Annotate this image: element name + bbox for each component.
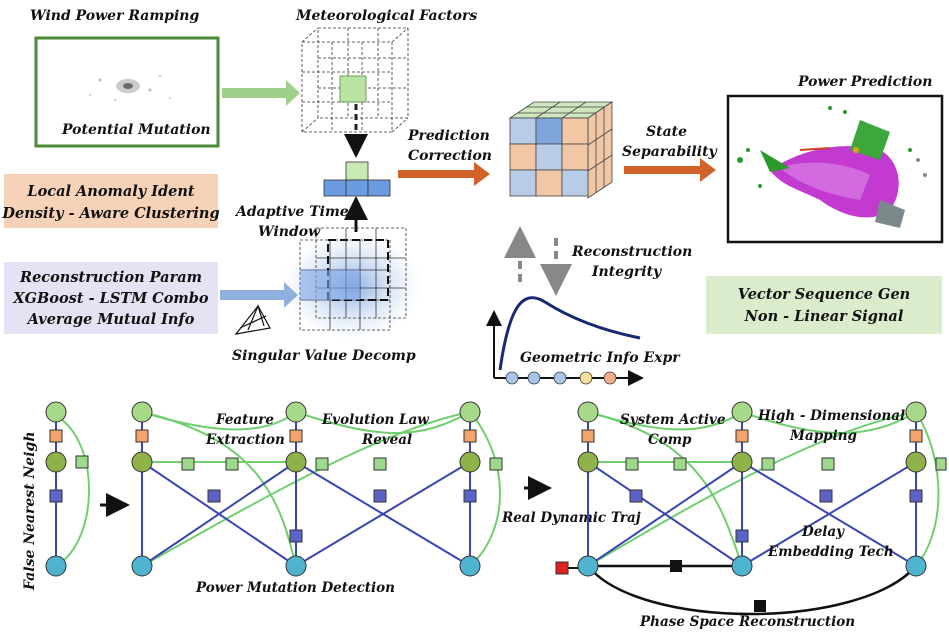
reconstruction-param-line-2: XGBoost - LSTM Combo xyxy=(12,290,208,307)
meteorological-cube xyxy=(301,27,409,133)
graph-small xyxy=(45,401,90,577)
reconstruction-param-line-3: Average Mutual Info xyxy=(26,311,195,328)
separability-label-2: Separability xyxy=(622,144,718,160)
power-prediction-panel xyxy=(726,94,944,244)
arrow-prediction-correction xyxy=(398,162,490,186)
reconstruction-param-box xyxy=(4,262,218,334)
local-anomaly-line-1: Local Anomaly Ident xyxy=(26,183,195,200)
svd-highlight xyxy=(300,270,360,300)
power-prediction-pointcloud xyxy=(737,106,927,228)
reconstruction-integrity-label-1: Reconstruction xyxy=(571,244,692,260)
evolution-law-label-1: Evolution Law xyxy=(321,412,430,428)
prediction-label-1: Prediction xyxy=(407,128,490,144)
comp-label-2: Comp xyxy=(648,432,692,448)
potential-mutation-scatter xyxy=(89,74,171,102)
graph-middle xyxy=(131,401,503,577)
prism-icon xyxy=(234,304,271,335)
mapping-label-2: Mapping xyxy=(789,428,857,444)
arrow-state-separability xyxy=(624,158,716,182)
correction-label-2: Correction xyxy=(408,148,492,164)
real-dynamic-traj-label: Real Dynamic Traj xyxy=(501,510,641,526)
adaptive-window-blocks xyxy=(323,161,391,197)
meteorological-factors-label: Meteorological Factors xyxy=(295,8,477,24)
geometric-info-label: Geometric Info Expr xyxy=(520,350,681,366)
adaptive-time-label-1: Adaptive Time xyxy=(234,204,349,220)
system-active-label-1: System Active xyxy=(620,412,726,428)
svd-label: Singular Value Decomp xyxy=(232,348,416,364)
feature-label-1: Feature xyxy=(215,412,274,428)
vector-sequence-box xyxy=(706,276,942,334)
vector-sequence-line-2: Non - Linear Signal xyxy=(744,308,904,325)
potential-mutation-label: Potential Mutation xyxy=(61,122,211,138)
meteorological-highlight-cell xyxy=(339,75,367,103)
local-anomaly-line-2: Density - Aware Clustering xyxy=(1,205,219,222)
state-cube xyxy=(508,101,614,199)
reconstruction-integrity-label-2: Integrity xyxy=(591,264,662,280)
arrow-to-svd xyxy=(220,282,298,308)
false-nearest-neigh-label: False Nearest Neigh xyxy=(22,432,38,592)
phase-space-reconstruction-label: Phase Space Reconstruction xyxy=(639,614,855,630)
reconstruction-param-line-1: Reconstruction Param xyxy=(19,269,202,286)
wind-power-ramping-label: Wind Power Ramping xyxy=(30,8,199,24)
extraction-label-2: Extraction xyxy=(205,432,285,448)
power-mutation-detection-label: Power Mutation Detection xyxy=(195,580,395,596)
embedding-tech-label-2: Embedding Tech xyxy=(767,544,894,560)
high-dimensional-label-1: High - Dimensional xyxy=(757,408,905,424)
geometric-info-plot xyxy=(486,296,644,386)
vector-sequence-line-1: Vector Sequence Gen xyxy=(738,286,910,303)
arrow-to-meteorological xyxy=(222,80,300,106)
adaptive-time-label-2: Window xyxy=(258,224,321,240)
state-label-1: State xyxy=(646,124,687,140)
delay-label-1: Delay xyxy=(801,524,845,540)
power-prediction-label: Power Prediction xyxy=(797,74,932,90)
reveal-label-2: Reveal xyxy=(361,432,412,448)
local-anomaly-box xyxy=(4,174,218,228)
graph-right xyxy=(555,401,947,616)
